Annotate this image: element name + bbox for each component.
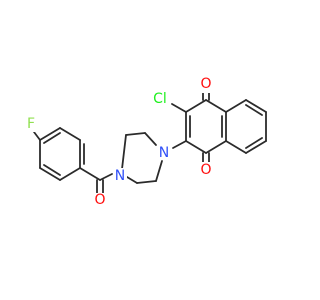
bond [205, 140, 227, 154]
chlorine-label: Cl [153, 91, 167, 107]
fluorine-atom: F [24, 116, 38, 132]
bond [39, 127, 61, 141]
bond [185, 140, 207, 154]
oxygen-bottom-atom: O [199, 162, 213, 178]
atom-label-layer: Cl O O N N O F [24, 76, 213, 209]
bond [245, 140, 267, 154]
bond [172, 140, 187, 149]
chlorine-atom: Cl [150, 90, 170, 108]
oxygen-top-atom: O [199, 76, 213, 93]
bond [136, 180, 157, 184]
bond [99, 173, 113, 181]
bond [79, 167, 101, 181]
oxygen-bottom-label: O [200, 162, 211, 178]
bond [155, 160, 163, 182]
bond [121, 134, 127, 170]
bond-layer [33, 87, 267, 194]
bond [245, 104, 263, 116]
bond [39, 167, 61, 181]
bond [59, 127, 81, 141]
bond [43, 132, 61, 144]
nitrogen-lower-label: N [115, 168, 125, 184]
fluorine-label: F [27, 116, 35, 132]
oxygen-amide-atom: O [93, 192, 107, 209]
bond [126, 176, 138, 184]
bond [33, 131, 41, 141]
bond [245, 137, 263, 149]
bond [59, 167, 81, 181]
nitrogen-upper-atom: N [157, 144, 171, 161]
bond [144, 132, 157, 146]
bond [225, 140, 247, 154]
oxygen-top-label: O [200, 76, 211, 92]
molecule-structure-diagram: Cl O O N N O F [24, 76, 267, 209]
nitrogen-upper-label: N [159, 145, 169, 161]
bond [205, 99, 227, 113]
bond [171, 103, 187, 113]
bond [245, 99, 267, 113]
oxygen-amide-label: O [94, 192, 105, 208]
bond [125, 132, 146, 136]
bond [185, 99, 207, 113]
bond [225, 99, 247, 113]
bond [43, 164, 61, 176]
nitrogen-lower-atom: N [113, 168, 127, 184]
